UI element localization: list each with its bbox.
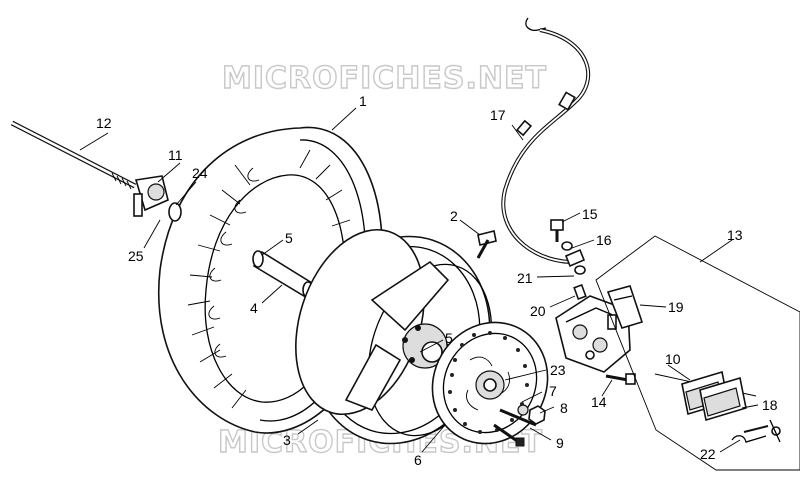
callout-25: 25 bbox=[128, 248, 144, 264]
callout-7: 7 bbox=[549, 383, 557, 399]
callout-19: 19 bbox=[668, 299, 684, 315]
callout-11: 11 bbox=[168, 147, 183, 163]
banjo-bolt-icon bbox=[550, 219, 586, 275]
callout-6: 6 bbox=[414, 452, 422, 468]
callout-21: 21 bbox=[517, 270, 533, 286]
callout-18: 18 bbox=[762, 397, 778, 413]
axle-icon bbox=[10, 120, 137, 190]
callout-17: 17 bbox=[490, 107, 506, 123]
brake-hose-icon bbox=[501, 17, 591, 268]
callout-4: 4 bbox=[250, 300, 258, 316]
callout-20: 20 bbox=[530, 303, 546, 319]
callout-22: 22 bbox=[700, 446, 716, 462]
callout-16: 16 bbox=[596, 232, 612, 248]
callout-13: 13 bbox=[727, 227, 743, 243]
callout-10: 10 bbox=[665, 351, 681, 367]
callout-12: 12 bbox=[96, 115, 112, 131]
callout-2: 2 bbox=[450, 208, 458, 224]
watermark-top: MICROFICHES.NET bbox=[222, 61, 547, 96]
callout-1: 1 bbox=[359, 93, 367, 109]
brake-pads-icon bbox=[681, 370, 747, 422]
callout-5-upper: 5 bbox=[285, 230, 293, 246]
spacer-icon bbox=[252, 250, 314, 299]
pad-spring-icon bbox=[606, 285, 644, 329]
callout-14: 14 bbox=[591, 394, 607, 410]
caliper-icon bbox=[555, 295, 631, 373]
callout-5-lower: 5 bbox=[445, 330, 453, 346]
callout-8: 8 bbox=[560, 400, 568, 416]
callout-23: 23 bbox=[550, 362, 566, 378]
leader-lines bbox=[79, 107, 759, 453]
bleed-valve-icon bbox=[573, 283, 587, 301]
callout-3: 3 bbox=[283, 432, 291, 448]
speedo-drive-icon bbox=[133, 175, 182, 222]
caliper-bolt-icon bbox=[605, 373, 636, 385]
callout-15: 15 bbox=[582, 206, 598, 222]
callout-9: 9 bbox=[556, 435, 564, 451]
callout-24: 24 bbox=[192, 165, 208, 181]
disc-bolt-icon bbox=[493, 404, 546, 447]
pad-pin-icon bbox=[731, 419, 781, 443]
bolt-icon bbox=[476, 230, 497, 259]
